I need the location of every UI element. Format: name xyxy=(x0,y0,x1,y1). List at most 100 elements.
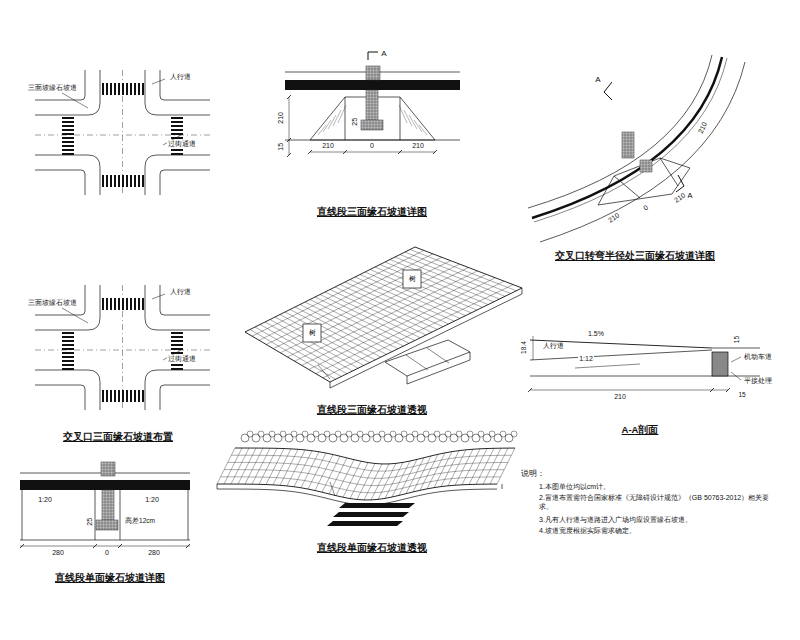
tactile-tile-grid xyxy=(622,147,634,148)
crosswalk-stripe xyxy=(62,121,74,123)
crosswalk-stripe xyxy=(171,368,183,370)
crosswalk-stripe xyxy=(118,83,120,95)
crosswalk-stripe xyxy=(114,83,116,95)
dimension-tick xyxy=(287,95,291,99)
ramp-edge xyxy=(22,490,23,540)
tactile-tile-grid xyxy=(364,120,365,130)
paving-grid xyxy=(288,268,469,358)
figure-title: 交叉口三面缘石坡道布置 xyxy=(62,432,174,442)
leader-line xyxy=(152,79,165,84)
crosswalk-stripe xyxy=(142,390,144,402)
paving-grid xyxy=(316,281,504,374)
crosswalk-stripe xyxy=(102,390,104,402)
shrub-symbol xyxy=(439,434,447,442)
tactile-tile-grid xyxy=(102,508,114,509)
paving-grid xyxy=(224,448,242,484)
crosswalk-stripe xyxy=(130,298,132,310)
section-letter: A xyxy=(594,76,601,85)
note-text: 4.坡道宽度根据实际需求确定。 xyxy=(538,526,780,535)
dimension-tick xyxy=(93,544,97,548)
dimension-label: 18.4 xyxy=(519,341,526,356)
curb-block xyxy=(712,352,728,376)
shrub-symbol xyxy=(423,431,429,437)
single-ramp-plan xyxy=(20,462,190,548)
paving-grid xyxy=(245,448,263,484)
tactile-tile-grid xyxy=(361,129,383,130)
figure-title: 直线段三面缘石坡道透视 xyxy=(316,405,428,415)
paving-grid xyxy=(280,449,298,485)
tactile-tile-grid xyxy=(366,108,378,109)
paving-grid xyxy=(455,449,473,485)
crosswalk-stripe xyxy=(62,336,74,338)
leader-line xyxy=(152,294,165,299)
crosswalk-stripe xyxy=(118,390,120,402)
shrub-symbol xyxy=(291,431,297,437)
tactile-tile xyxy=(622,132,634,158)
paving-grid xyxy=(259,254,433,341)
tree-label: 树 xyxy=(308,329,317,337)
figure-title: 直线段三面缘石坡道详图 xyxy=(316,207,428,217)
sidewalk-line xyxy=(160,385,210,410)
crosswalk-stripe xyxy=(106,83,108,95)
dimension-label: 25 xyxy=(351,117,359,127)
crosswalk-stripe xyxy=(62,149,74,151)
paving-grid xyxy=(378,463,396,499)
dimension-tick xyxy=(343,150,347,154)
tactile-tile-grid xyxy=(96,526,118,527)
tactile-tile-grid xyxy=(102,502,114,503)
crosswalk-stripe xyxy=(62,133,74,135)
ramp-hatch xyxy=(404,110,412,126)
dimension-tick xyxy=(118,544,122,548)
crosswalk-stripe xyxy=(171,364,183,366)
ramp-hatch xyxy=(338,105,346,123)
ramp-block xyxy=(385,340,470,376)
crosswalk-stripe xyxy=(134,298,136,310)
tactile-tile-grid xyxy=(625,132,626,158)
ramp-block-edge xyxy=(427,348,449,363)
crosswalk-stripe xyxy=(106,390,108,402)
slope-label: 1:20 xyxy=(37,496,53,504)
ramp-edge xyxy=(95,490,96,540)
crosswalk-stripe xyxy=(62,356,74,358)
shrub-symbol xyxy=(296,434,304,442)
crosswalk-stripe xyxy=(102,298,104,310)
crosswalk-stripe xyxy=(122,390,124,402)
crosswalk-stripe xyxy=(62,360,74,362)
paving-grid xyxy=(238,448,256,484)
crosswalk-stripe xyxy=(339,503,415,508)
curb-line xyxy=(145,285,210,330)
shrub-symbol xyxy=(467,431,473,437)
crosswalk-stripe xyxy=(171,344,183,346)
dimension-label: 0 xyxy=(369,142,375,150)
crosswalk-stripe xyxy=(62,340,74,342)
crosswalk-stripe xyxy=(62,117,74,119)
leader-line xyxy=(318,365,330,379)
crosswalk-stripe xyxy=(134,390,136,402)
ramp-edge xyxy=(614,176,640,198)
dimension-label: 15 xyxy=(277,142,285,152)
crosswalk-stripe xyxy=(106,175,108,187)
shrub-symbol xyxy=(307,434,315,442)
crosswalk-stripe xyxy=(114,390,116,402)
tactile-tile-grid xyxy=(622,135,634,136)
shrub-symbol xyxy=(258,431,264,437)
curb-line xyxy=(35,155,100,195)
crosswalk-stripe xyxy=(62,145,74,147)
paving-grid xyxy=(224,470,504,486)
paving-grid xyxy=(364,464,382,500)
tactile-tile-grid xyxy=(96,529,118,530)
crosswalk-stripe xyxy=(118,175,120,187)
shrub-symbol xyxy=(302,431,308,437)
tactile-tile-grid xyxy=(366,105,378,106)
callout-label: 高差12cm xyxy=(124,517,156,524)
tactile-tile-grid xyxy=(102,505,114,506)
tactile-tile xyxy=(96,520,118,530)
tactile-tile-grid xyxy=(366,72,380,73)
dimension-tick xyxy=(287,138,291,142)
paving-grid xyxy=(217,448,235,484)
tactile-tile-grid xyxy=(366,111,378,112)
ramp-hatch xyxy=(419,125,427,135)
dimension-label: 210 xyxy=(672,191,688,205)
